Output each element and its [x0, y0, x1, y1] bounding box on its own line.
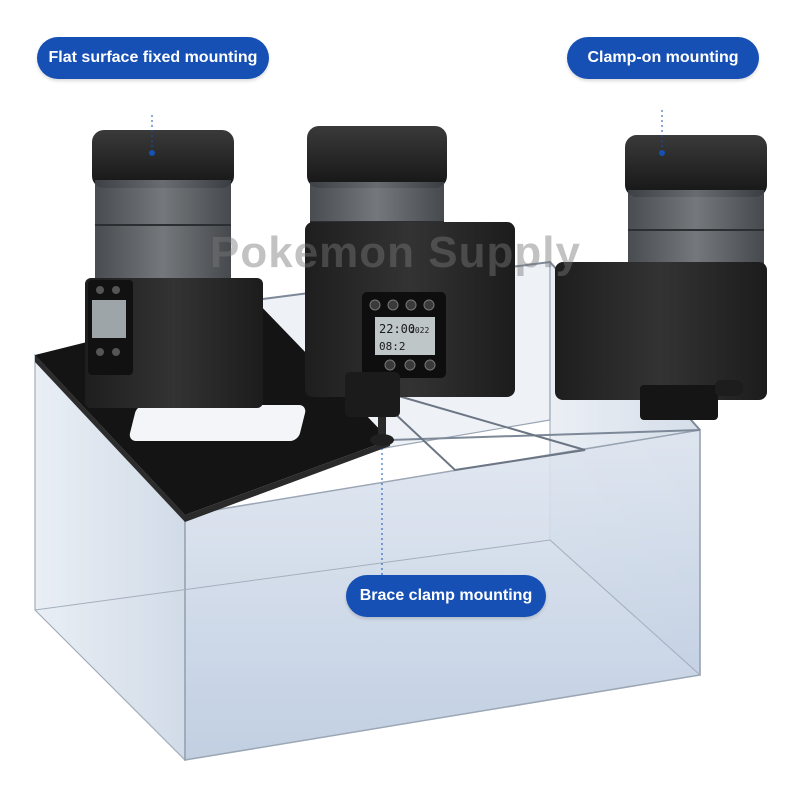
feeder-mid-button — [369, 299, 381, 311]
feeder-mid-button — [405, 299, 417, 311]
feeder-mid-lid — [307, 126, 447, 188]
pointer-dot-icon — [149, 150, 155, 156]
feeder-mid-button — [387, 299, 399, 311]
label-clamp-on-mounting: Clamp-on mounting — [567, 37, 759, 79]
tank-lid-edge — [185, 440, 390, 522]
label-flat-surface-mounting: Flat surface fixed mounting — [37, 37, 269, 79]
feeder-mid-button — [404, 359, 416, 371]
tank-bottom-edge — [34, 539, 701, 676]
feeder-left-button — [112, 286, 120, 294]
feeder-left-button — [112, 348, 120, 356]
feeder-mid-button — [384, 359, 396, 371]
feeder-flat-surface — [85, 115, 263, 408]
feeder-left-button — [96, 348, 104, 356]
brace-clamp-screw — [378, 417, 386, 437]
feeder-mid-button — [423, 299, 435, 311]
tank-rim-front — [389, 429, 701, 441]
feeder-left-hopper — [95, 180, 231, 288]
clamp-on-bracket — [640, 385, 718, 420]
feeder-right-body — [555, 262, 767, 400]
tank-lid-left-edge — [35, 355, 185, 522]
lcd-date-text: 2022 — [410, 326, 429, 335]
pointer-dot-icon — [659, 150, 665, 156]
lid-feeding-hole — [129, 405, 306, 441]
feeder-mid-button — [424, 359, 436, 371]
feeder-brace-clamp: 22:00 2022 08:2 — [305, 126, 515, 575]
feeder-mid-lcd — [375, 317, 435, 355]
lcd-time-text: 22:00 — [379, 322, 415, 336]
lcd-temp-text: 08:2 — [379, 340, 406, 353]
clamp-on-screw — [715, 380, 743, 396]
feeder-clamp-on — [555, 110, 767, 420]
feeder-left-lcd — [92, 300, 126, 338]
watermark-text: Pokemon Supply — [210, 228, 581, 277]
feeder-left-lid — [92, 130, 234, 188]
feeder-right-lid — [625, 135, 767, 197]
label-brace-clamp-mounting: Brace clamp mounting — [346, 575, 546, 617]
brace-clamp-arm — [345, 372, 400, 417]
brace-clamp-knob — [370, 434, 394, 446]
feeder-left-button — [96, 286, 104, 294]
